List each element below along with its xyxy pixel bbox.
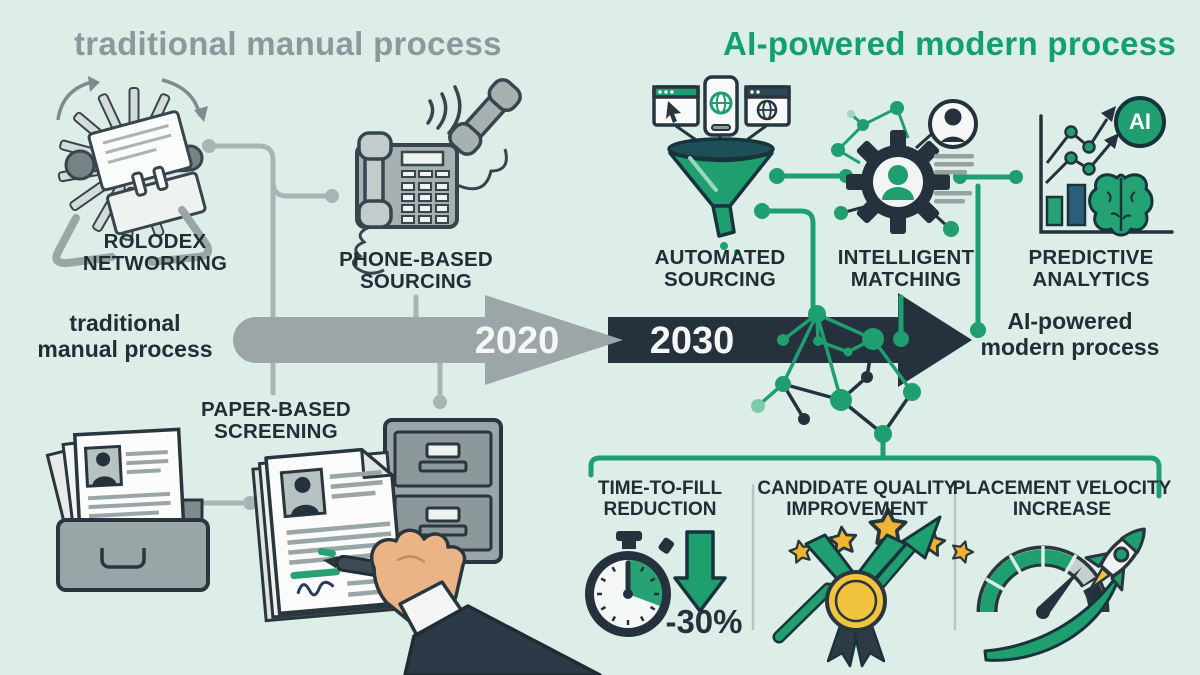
title-ai-powered: AI-powered modern process [723, 25, 1177, 62]
candidate-profile-icon [928, 99, 978, 204]
ai-badge-text: AI [1129, 109, 1151, 134]
gear-matching-icon [831, 99, 978, 237]
timeline-arrow-2020 [233, 295, 623, 385]
browser-globe-icon [744, 85, 791, 127]
medal-icon [804, 533, 908, 668]
metric-candidate-quality: CANDIDATE QUALITY IMPROVEMENT [757, 478, 957, 520]
timeline-caption-left: traditional manual process [37, 310, 213, 362]
network-graph [751, 305, 921, 443]
label-intelligent-matching: INTELLIGENT MATCHING [837, 246, 975, 291]
hand-signing-icon [251, 447, 602, 675]
phone-globe-icon [703, 75, 739, 137]
metric-placement-velocity: PLACEMENT VELOCITY INCREASE [952, 478, 1172, 520]
year-2020: 2020 [474, 320, 560, 362]
rocket-icon [983, 527, 1146, 662]
label-predictive-analytics: PREDICTIVE ANALYTICS [1028, 246, 1154, 291]
timeline-caption-right: AI-powered modern process [980, 308, 1160, 360]
metric-value-30-percent: -30% [665, 603, 743, 640]
stopwatch-icon [585, 531, 675, 637]
analytics-icon [1039, 96, 1174, 237]
metrics-bracket [588, 455, 1162, 499]
down-arrow-icon [673, 530, 727, 613]
bar-chart-icon [1045, 195, 1064, 227]
resume-box-icon [45, 427, 210, 592]
ai-badge [1114, 96, 1166, 148]
label-phone-based-sourcing: PHONE-BASED SOURCING [339, 248, 493, 293]
rolodex-icon [52, 76, 213, 268]
gray-connectors [182, 139, 447, 510]
title-traditional: traditional manual process [74, 25, 502, 62]
label-rolodex-networking: ROLODEX NETWORKING [82, 230, 228, 275]
label-automated-sourcing: AUTOMATED SOURCING [654, 246, 786, 291]
year-2030: 2030 [649, 320, 735, 362]
timeline-arrow-2030 [608, 293, 972, 387]
funnel-icon [652, 75, 791, 255]
gauge-icon [976, 545, 1110, 619]
gear-icon [846, 130, 950, 234]
browser-window-cursor-icon [652, 85, 700, 127]
metric-time-to-fill: TIME-TO-FILL REDUCTION [597, 478, 723, 520]
label-paper-based-screening: PAPER-BASED SCREENING [201, 398, 351, 443]
phone-icon [352, 78, 522, 275]
brain-icon [1088, 173, 1154, 237]
